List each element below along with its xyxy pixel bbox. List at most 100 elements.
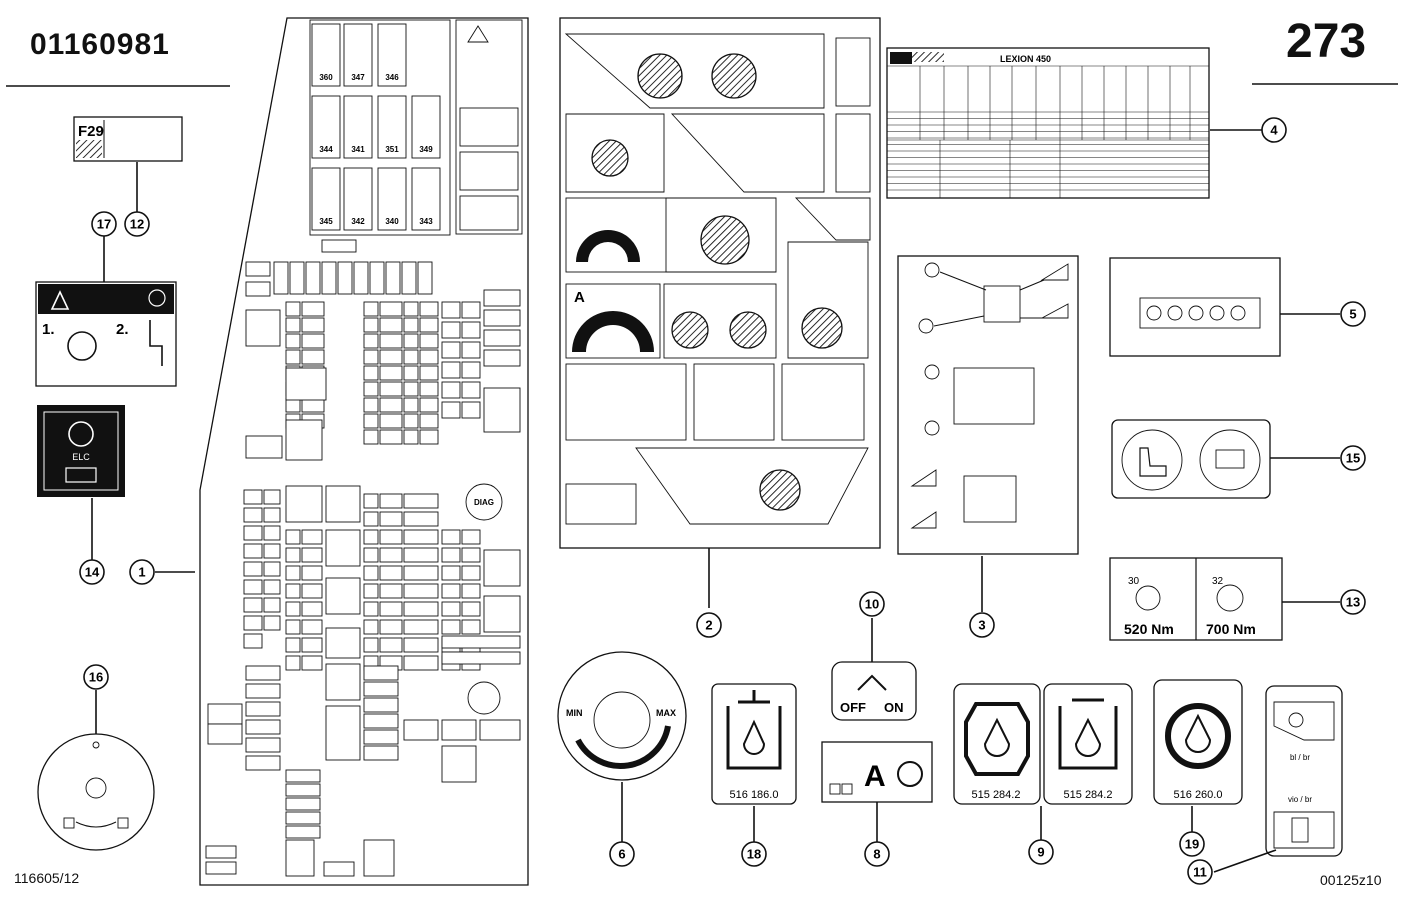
lock-icon <box>63 817 75 829</box>
sun-icon <box>148 289 166 307</box>
fuse-slot <box>379 301 403 317</box>
fuse-slot <box>243 579 263 595</box>
callout-3: 3 <box>969 612 995 638</box>
callout-19: 19 <box>1179 831 1205 857</box>
fuse-symbol-grid: 360 347 346 344 341 351 349 345 342 340 … <box>309 19 451 236</box>
fuse-slot <box>205 845 237 859</box>
footer-left-code: 116605/12 <box>14 870 80 886</box>
fuse-slot <box>263 597 281 613</box>
f29-label: F29 <box>73 116 183 162</box>
svg-text:8: 8 <box>873 847 880 862</box>
relay-slot <box>245 309 281 347</box>
relay-slot <box>403 637 439 653</box>
fuse-panel: 360 347 346 344 341 351 349 345 342 340 … <box>199 17 529 886</box>
fuse-slot <box>301 349 325 365</box>
part-no-19: 516 260.0 <box>1174 789 1223 801</box>
fuse-slot <box>379 349 403 365</box>
fuse-slot <box>363 697 399 713</box>
relay-slot <box>461 583 481 599</box>
callout-5: 5 <box>1340 301 1366 327</box>
relay-slot <box>419 429 439 445</box>
nut-icon-2 <box>1216 584 1244 612</box>
svg-text:2: 2 <box>705 618 712 633</box>
fuse-slot <box>285 811 321 825</box>
engine-start-icon <box>67 331 97 361</box>
fuse-slot <box>363 397 379 413</box>
svg-text:5: 5 <box>1349 307 1356 322</box>
relay-slot <box>441 619 461 635</box>
drop-icon <box>742 719 766 755</box>
fuse-slot <box>273 261 289 295</box>
diag-label: DIAG <box>474 498 494 507</box>
fuse-slot <box>243 525 263 541</box>
relay-slot <box>441 745 477 783</box>
fuse-code-3: 346 <box>385 73 399 82</box>
relay-slot <box>325 529 361 567</box>
fuse-slot <box>285 349 301 365</box>
relay-slot <box>461 619 481 635</box>
fuse-slot <box>363 317 379 333</box>
max-text: MAX <box>656 708 676 718</box>
coolant-sticker: ELC <box>37 405 125 497</box>
fuse-slot <box>285 783 321 797</box>
fuse-slot <box>363 729 399 745</box>
fuse-slot <box>363 511 379 527</box>
fuse-slot <box>263 507 281 523</box>
fuse-slot <box>363 745 399 761</box>
relay-slot <box>325 663 361 701</box>
reservoir-sticker-9: 515 284.2 515 284.2 <box>953 683 1133 805</box>
min-text: MIN <box>566 708 583 718</box>
relay-slot <box>245 261 271 277</box>
relay-slot <box>325 485 361 523</box>
relay-slot <box>441 341 461 359</box>
relay-slot <box>245 281 271 297</box>
svg-text:6: 6 <box>618 847 625 862</box>
min-max-dial: MIN MAX <box>557 651 687 781</box>
wire-color-1: bl / br <box>1290 753 1310 762</box>
relay-slot <box>419 317 439 333</box>
fuse-slot <box>285 419 323 461</box>
drop-icon <box>983 717 1011 757</box>
fuse-slot <box>337 261 353 295</box>
relay-slot <box>483 549 521 587</box>
round-cover-plate <box>37 733 155 851</box>
diode-slot <box>441 651 521 665</box>
fuse-slot <box>401 261 417 295</box>
relay-slot <box>461 361 481 379</box>
seat-icon <box>1139 447 1167 477</box>
fuse-slot <box>363 681 399 697</box>
book-icon <box>65 467 97 483</box>
fuse-slot <box>243 489 263 505</box>
fuse-slot <box>245 755 281 771</box>
svg-text:13: 13 <box>1346 595 1360 610</box>
fuse-slot <box>363 665 399 681</box>
relay-slot <box>325 577 361 615</box>
relay-slot <box>441 381 461 399</box>
relay-slot <box>207 703 243 725</box>
fuse-code-6: 351 <box>385 145 399 154</box>
fuse-slot <box>363 301 379 317</box>
fuse-slot <box>301 301 325 317</box>
fuse-slot <box>363 565 379 581</box>
fuse-slot <box>245 665 281 681</box>
relay-slot <box>403 601 439 617</box>
fuse-slot <box>245 683 281 699</box>
fuse-slot <box>301 333 325 349</box>
callout-17: 17 <box>91 211 117 237</box>
fuse-slot <box>379 583 403 599</box>
callout-2: 2 <box>696 612 722 638</box>
fuse-slot <box>243 507 263 523</box>
fuse-slot <box>285 529 301 545</box>
callout-4: 4 <box>1261 117 1287 143</box>
relay-slot <box>441 583 461 599</box>
torque-sticker: 30 32 520 Nm 700 Nm <box>1109 557 1283 641</box>
svg-text:4: 4 <box>1270 123 1278 138</box>
relay-slot <box>419 397 439 413</box>
relay-slot <box>285 485 323 523</box>
fuse-slot <box>363 493 379 509</box>
fuse-slot <box>363 381 379 397</box>
fuse-slot <box>285 655 301 671</box>
callout-1: 1 <box>129 559 155 585</box>
fuse-code-8: 345 <box>319 217 333 226</box>
off-on-sticker: OFF ON <box>831 661 917 721</box>
